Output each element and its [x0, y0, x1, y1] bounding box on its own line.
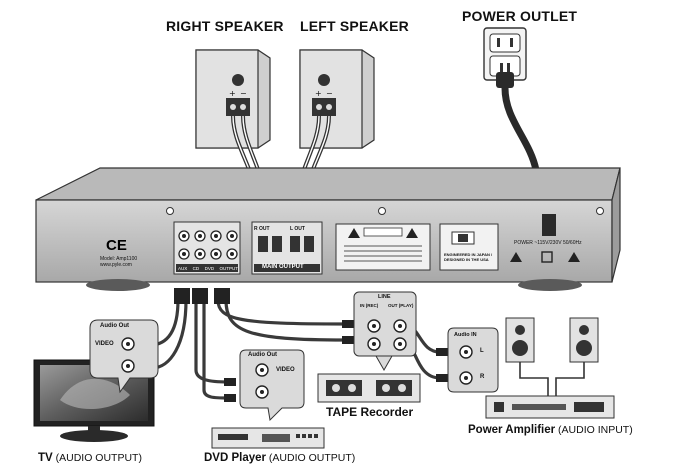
amp-caption-bold: Power Amplifier — [468, 424, 556, 436]
input-label-cd: CD — [192, 266, 200, 271]
svg-text:−: − — [326, 89, 333, 98]
tape-in-label: IN (REC) — [360, 303, 379, 308]
svg-text:+: + — [315, 89, 322, 98]
dvd-audio-out-title: Audio Out — [248, 352, 277, 358]
bookshelf-speakers — [505, 317, 599, 396]
amp-r-label: R — [480, 374, 485, 380]
dvd-caption-rest: (AUDIO OUTPUT) — [266, 452, 356, 464]
dvd-caption: DVD Player (AUDIO OUTPUT) — [204, 452, 355, 464]
amp-audio-in-title: Audio IN — [454, 332, 477, 338]
amplifier-rear: CE — [35, 167, 621, 291]
tape-jack-callout — [353, 291, 417, 372]
dvd-jack-callout — [239, 349, 305, 422]
engineered-text: ENGINEERED IN JAPAN / DESIGNED IN THE US… — [444, 252, 493, 262]
power-outlet-label: POWER OUTLET — [462, 8, 578, 24]
amp-jack-callout — [447, 327, 499, 393]
site-text: www.pyle.com — [100, 262, 132, 268]
tv-caption-rest: (AUDIO OUTPUT) — [52, 452, 142, 464]
tv-jack-callout — [89, 319, 159, 394]
power-outlet — [483, 27, 527, 88]
model-text: Model: Amp1100 — [100, 256, 138, 262]
tv-video-label: VIDEO — [95, 341, 114, 347]
l-out-label: L OUT — [290, 226, 305, 232]
amp-caption-rest: (AUDIO INPUT) — [555, 424, 633, 436]
dvd-video-label: VIDEO — [276, 367, 295, 373]
tape-recorder — [317, 373, 421, 403]
amp-caption: Power Amplifier (AUDIO INPUT) — [468, 424, 633, 436]
input-labels: AUX CD DVD OUTPUT — [178, 266, 238, 271]
amp-l-label: L — [480, 348, 484, 354]
tv-caption: TV (AUDIO OUTPUT) — [38, 452, 142, 464]
input-label-output: OUTPUT — [219, 266, 239, 271]
tv-caption-bold: TV — [38, 452, 53, 464]
tape-out-label: OUT (PLAY) — [388, 303, 414, 308]
tv-audio-out-title: Audio Out — [100, 323, 129, 329]
input-label-aux: AUX — [178, 266, 188, 271]
tape-recorder-label: TAPE Recorder — [326, 405, 414, 419]
r-out-label: R OUT — [254, 226, 270, 232]
right-speaker-label: RIGHT SPEAKER — [166, 18, 284, 34]
svg-text:+: + — [229, 89, 236, 98]
power-rating-text: POWER ~115V/230V 50/60Hz — [514, 240, 582, 246]
left-speaker-label: LEFT SPEAKER — [300, 18, 409, 34]
dvd-player — [211, 427, 325, 449]
input-label-dvd: DVD — [204, 266, 215, 271]
svg-text:CE: CE — [106, 237, 127, 254]
main-output-label: MAIN OUTPUT — [262, 264, 304, 270]
rca-plugs — [146, 288, 448, 402]
dvd-caption-bold: DVD Player — [204, 452, 267, 464]
left-speaker: + − — [299, 49, 375, 149]
power-amplifier — [485, 395, 615, 419]
svg-text:−: − — [240, 89, 247, 98]
tape-line-label: LINE — [378, 294, 391, 300]
right-speaker: + − — [195, 49, 271, 149]
